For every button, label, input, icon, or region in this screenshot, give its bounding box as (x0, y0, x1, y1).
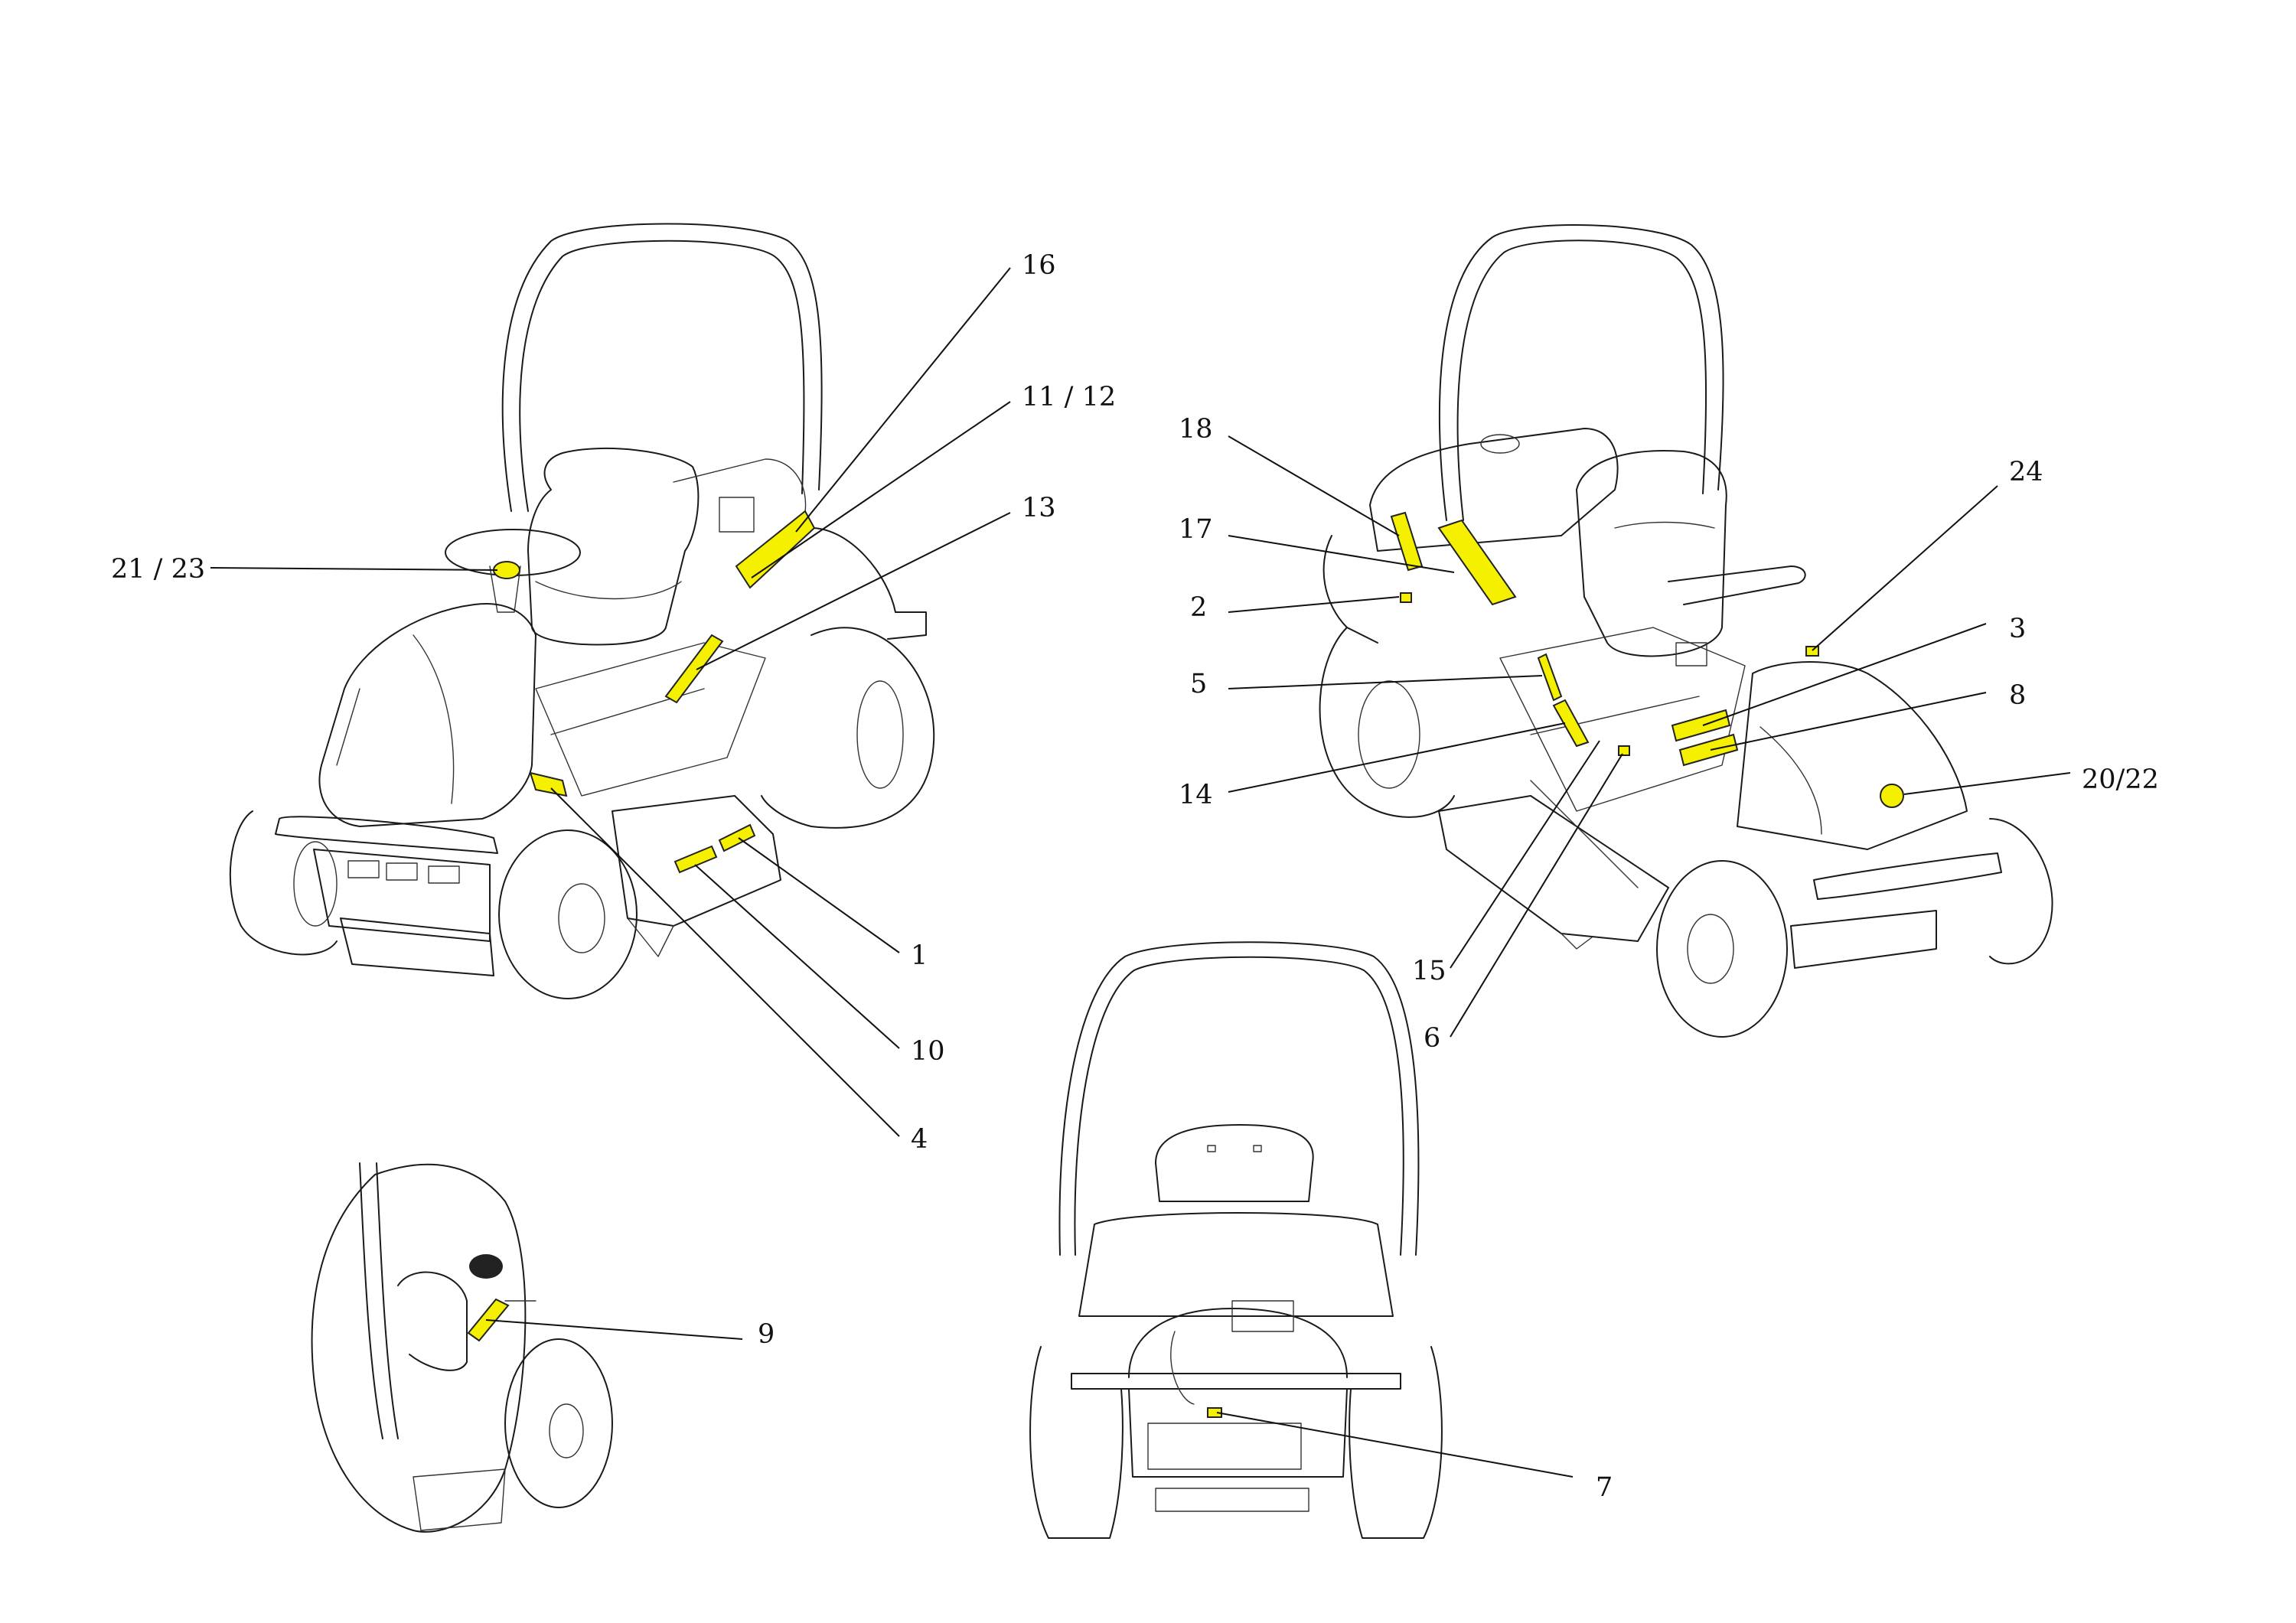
decal-18 (1390, 511, 1424, 572)
callout-17: 17 (1179, 514, 1213, 545)
callout-16: 16 (1022, 250, 1056, 281)
leader-18 (1228, 435, 1400, 536)
mower-front-left-view (229, 223, 935, 999)
callout-7: 7 (1596, 1472, 1613, 1503)
decal-14 (1552, 699, 1590, 748)
leader-1 (738, 837, 900, 953)
decal-24 (1805, 646, 1819, 657)
callout-1: 1 (911, 940, 928, 971)
leader-5 (1228, 675, 1543, 689)
leader-24 (1812, 485, 1998, 651)
callout-labels: 21 / 23 16 11 / 12 13 1 10 4 18 17 2 5 1… (111, 250, 2159, 1503)
decal-13 (664, 634, 724, 704)
decal-4 (529, 771, 568, 797)
decal-6 (1618, 745, 1630, 756)
leader-4 (550, 787, 900, 1137)
leader-16 (795, 267, 1011, 533)
callout-20-22: 20/22 (2082, 764, 2159, 795)
callout-3: 3 (2009, 614, 2026, 644)
callout-6: 6 (1424, 1023, 1440, 1054)
leader-7 (1216, 1412, 1574, 1478)
callout-13: 13 (1022, 493, 1056, 523)
leader-2 (1228, 596, 1400, 613)
leader-13 (696, 512, 1011, 670)
decal-7 (1207, 1407, 1222, 1418)
leader-14 (1228, 722, 1566, 793)
leader-15 (1450, 740, 1600, 969)
leader-21-23 (210, 567, 498, 571)
decal-16 (735, 510, 816, 589)
decal-17 (1437, 519, 1517, 606)
leader-10 (694, 864, 900, 1049)
leader-6 (1450, 753, 1623, 1038)
leader-20-22 (1903, 772, 2071, 795)
callout-2: 2 (1190, 592, 1207, 623)
leader-9 (485, 1319, 743, 1340)
leader-3 (1702, 623, 1987, 726)
decal-5 (1537, 653, 1563, 702)
decal-3 (1671, 709, 1731, 742)
mower-rear-right-view (1319, 224, 2053, 1038)
callout-8: 8 (2009, 680, 2026, 711)
callout-18: 18 (1179, 414, 1213, 445)
callout-9: 9 (758, 1319, 775, 1350)
decal-20-22 (1880, 784, 1904, 808)
leader-11-12 (751, 401, 1011, 578)
callout-4: 4 (911, 1124, 928, 1155)
leader-8 (1710, 692, 1987, 751)
callout-21-23: 21 / 23 (111, 554, 205, 585)
decal-10 (673, 845, 718, 874)
decals (467, 510, 1904, 1418)
callout-14: 14 (1179, 780, 1213, 810)
callout-5: 5 (1190, 669, 1207, 699)
mower-rear-view (1029, 941, 1443, 1539)
decal-8 (1678, 733, 1739, 767)
leader-17 (1228, 535, 1455, 573)
callout-10: 10 (911, 1036, 945, 1067)
callout-24: 24 (2009, 457, 2043, 487)
mower-side-closeup-view (311, 1162, 613, 1533)
callout-15: 15 (1412, 956, 1446, 986)
decal-2 (1400, 592, 1412, 603)
decal-21-23 (493, 561, 520, 579)
decal-1 (718, 823, 756, 852)
callout-11-12: 11 / 12 (1022, 382, 1116, 412)
leader-lines (210, 267, 2071, 1478)
